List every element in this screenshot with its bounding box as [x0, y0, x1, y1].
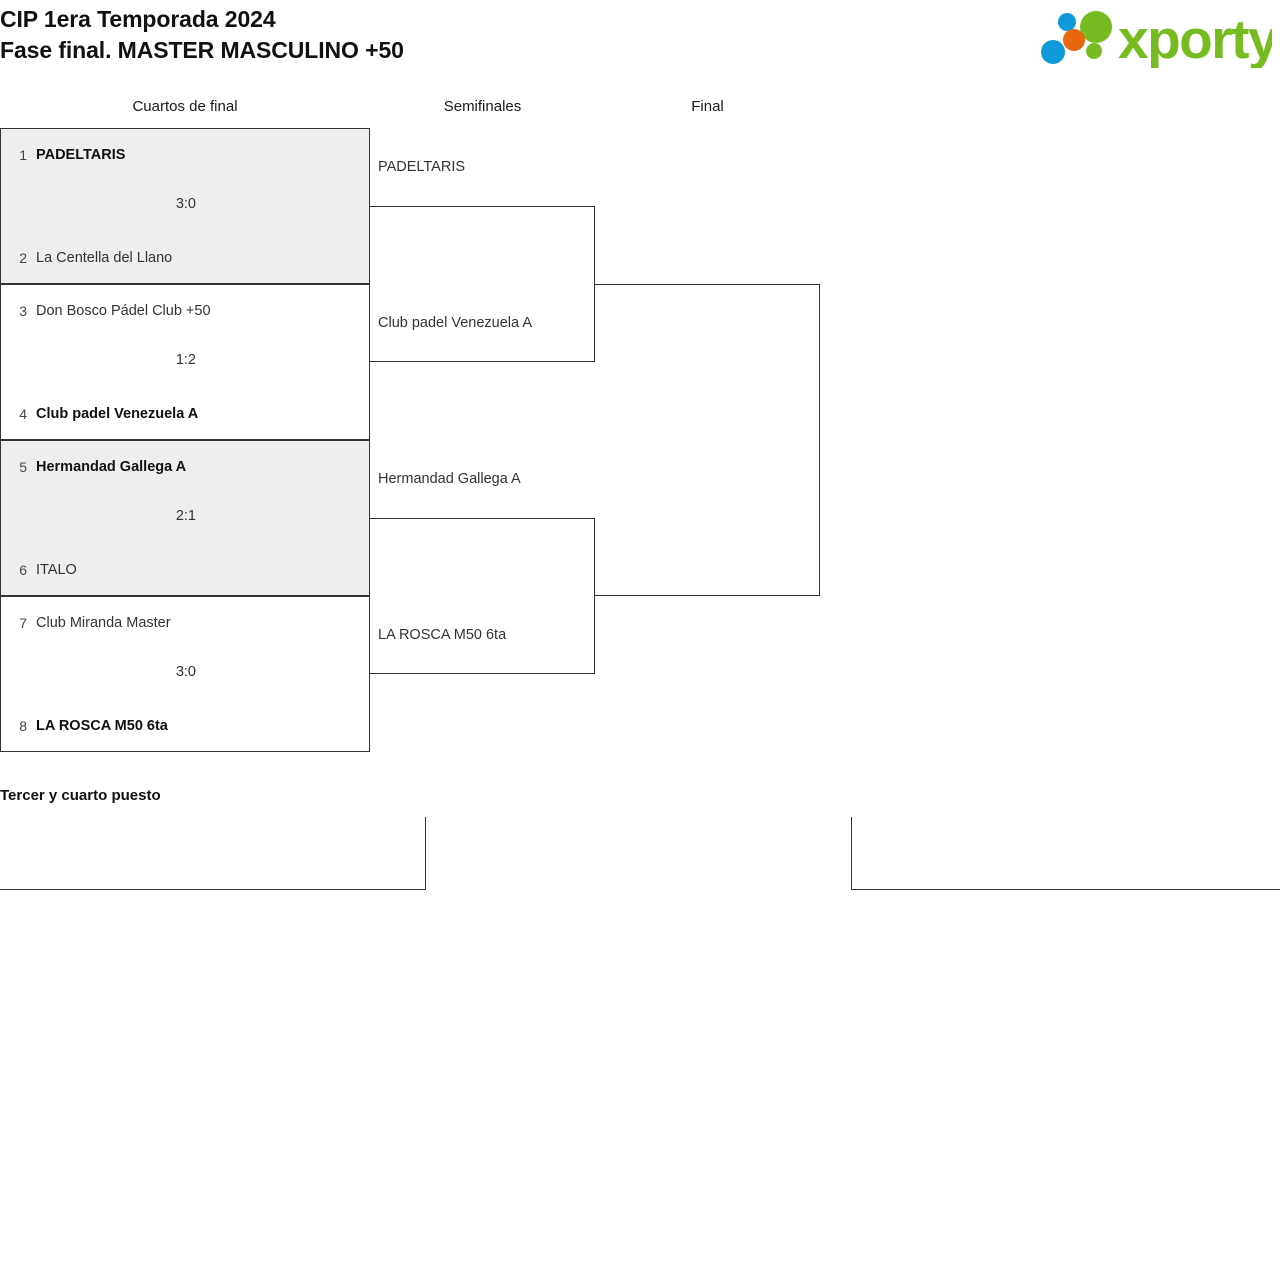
- bracket-connector-semifinal-2: [370, 518, 595, 674]
- team-name: Hermandad Gallega A: [36, 459, 187, 475]
- bracket-connector-semifinal-1: [370, 206, 595, 362]
- seed-number: 5: [19, 459, 27, 475]
- team-name: Don Bosco Pádel Club +50: [36, 303, 211, 319]
- seed-number: 6: [19, 562, 27, 578]
- team-name: La Centella del Llano: [36, 250, 173, 266]
- team-row[interactable]: 7 Club Miranda Master: [1, 612, 369, 634]
- team-row[interactable]: 8 LA ROSCA M50 6ta: [1, 715, 369, 737]
- match-card-qf-3[interactable]: 5 Hermandad Gallega A 2:1 6 ITALO: [0, 440, 370, 596]
- match-score: 3:0: [175, 664, 196, 680]
- title-line-1: CIP 1era Temporada 2024: [0, 6, 276, 32]
- seed-number: 3: [19, 303, 27, 319]
- team-row[interactable]: 3 Don Bosco Pádel Club +50: [1, 300, 369, 322]
- match-score: 1:2: [175, 352, 196, 368]
- bracket-connector-final: [595, 284, 820, 596]
- third-place-title: Tercer y cuarto puesto: [0, 787, 161, 804]
- third-place-bracket-right: [851, 817, 1280, 890]
- team-name: Club padel Venezuela A: [36, 406, 199, 422]
- round-header-semifinals: Semifinales: [443, 98, 522, 115]
- team-row[interactable]: 2 La Centella del Llano: [1, 247, 369, 269]
- semifinal-team-2[interactable]: Club padel Venezuela A: [378, 315, 532, 331]
- round-header-quarterfinals: Cuartos de final: [132, 98, 238, 115]
- third-place-bracket-left: [0, 817, 426, 890]
- team-row[interactable]: 5 Hermandad Gallega A: [1, 456, 369, 478]
- round-header-final: Final: [691, 98, 724, 115]
- match-score: 3:0: [175, 196, 196, 212]
- semifinal-team-1[interactable]: PADELTARIS: [378, 159, 466, 175]
- match-score: 2:1: [175, 508, 196, 524]
- match-card-qf-2[interactable]: 3 Don Bosco Pádel Club +50 1:2 4 Club pa…: [0, 284, 370, 440]
- team-name: Club Miranda Master: [36, 615, 171, 631]
- semifinal-team-3[interactable]: Hermandad Gallega A: [378, 471, 521, 487]
- semifinal-team-4[interactable]: LA ROSCA M50 6ta: [378, 627, 507, 643]
- seed-number: 1: [19, 147, 27, 163]
- seed-number: 8: [19, 718, 27, 734]
- team-row[interactable]: 4 Club padel Venezuela A: [1, 403, 369, 425]
- match-card-qf-1[interactable]: 1 PADELTARIS 3:0 2 La Centella del Llano: [0, 128, 370, 284]
- seed-number: 2: [19, 250, 27, 266]
- page-title: CIP 1era Temporada 2024 Fase final. MAST…: [0, 0, 900, 66]
- match-card-qf-4[interactable]: 7 Club Miranda Master 3:0 8 LA ROSCA M50…: [0, 596, 370, 752]
- svg-text:xporty: xporty: [1118, 8, 1272, 68]
- seed-number: 7: [19, 615, 27, 631]
- team-name: PADELTARIS: [36, 147, 126, 163]
- team-row[interactable]: 6 ITALO: [1, 559, 369, 581]
- team-name: LA ROSCA M50 6ta: [36, 718, 168, 734]
- team-name: ITALO: [36, 562, 77, 578]
- seed-number: 4: [19, 406, 27, 422]
- title-line-2: Fase final. MASTER MASCULINO +50: [0, 37, 404, 63]
- team-row[interactable]: 1 PADELTARIS: [1, 144, 369, 166]
- xporty-logo[interactable]: xporty: [1036, 6, 1272, 68]
